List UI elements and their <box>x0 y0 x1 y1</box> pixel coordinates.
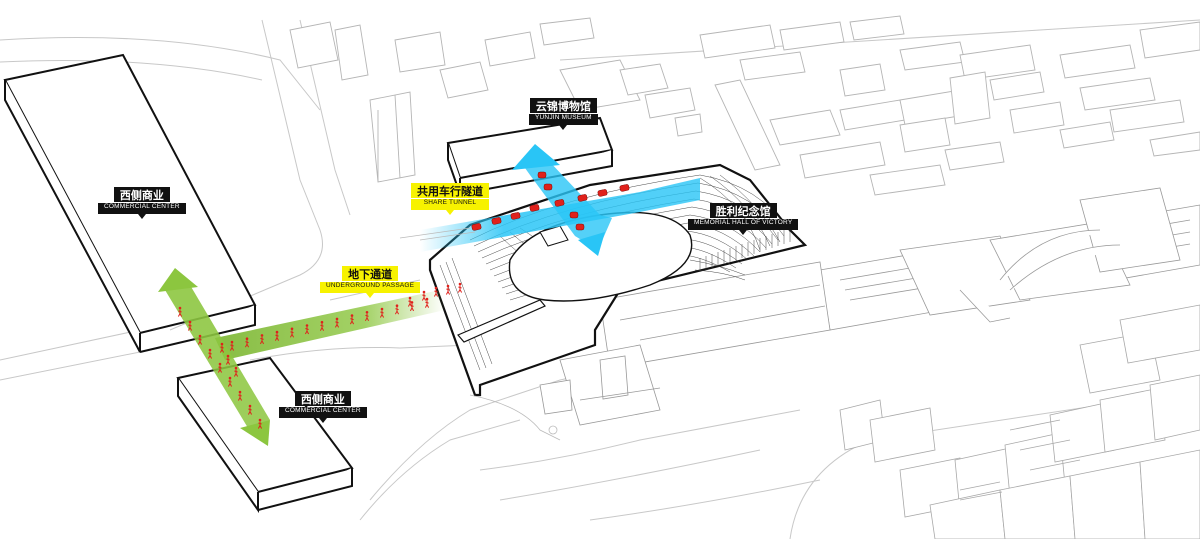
callout-yunjin-museum: 云锦博物馆 YUNJIN MUSEUM <box>529 98 598 130</box>
pedestrian-icon <box>289 327 295 338</box>
pedestrian-icon <box>433 286 439 297</box>
pedestrian-icon <box>274 330 280 341</box>
callout-en: UNDERGROUND PASSAGE <box>320 282 421 293</box>
pedestrian-icon <box>457 282 463 293</box>
pedestrian-icon <box>244 337 250 348</box>
share-tunnel-flow <box>420 144 700 256</box>
callout-zh: 地下通道 <box>342 266 399 281</box>
cars <box>471 171 630 231</box>
callout-en: MEMORIAL HALL OF VICTORY <box>688 219 799 230</box>
pedestrian-icon <box>304 324 310 335</box>
pedestrian-icon <box>334 317 340 328</box>
callout-pointer <box>446 209 454 215</box>
callout-pointer <box>366 292 375 298</box>
callout-pointer <box>739 229 748 235</box>
passage-arrow-north <box>158 268 198 292</box>
pedestrian-icon <box>187 320 193 331</box>
pedestrian-icon <box>407 296 413 307</box>
callout-zh: 共用车行隧道 <box>411 183 489 198</box>
east-station-complex <box>539 187 1200 426</box>
callout-zh: 云锦博物馆 <box>529 98 597 113</box>
callout-en: SHARE TUNNEL <box>411 199 489 210</box>
callout-pointer <box>318 417 327 423</box>
pedestrian-icon <box>219 342 225 353</box>
callout-zh: 胜利纪念馆 <box>709 203 777 218</box>
residential-cluster <box>839 304 1200 539</box>
pedestrian-icon <box>259 334 265 345</box>
pedestrians <box>177 282 463 429</box>
callout-pointer <box>559 124 568 130</box>
pedestrian-icon <box>207 348 213 359</box>
pedestrian-icon <box>227 376 233 387</box>
pedestrian-icon <box>217 362 223 373</box>
callout-memorial-hall: 胜利纪念馆 MEMORIAL HALL OF VICTORY <box>688 203 799 235</box>
pedestrian-icon <box>247 404 253 415</box>
pedestrian-icon <box>233 366 239 377</box>
entrance-ramp <box>457 299 546 343</box>
callout-en: COMMERCIAL CENTER <box>279 407 367 418</box>
callout-pointer <box>137 213 146 219</box>
tunnel-arrow-north <box>512 144 560 170</box>
pedestrian-icon <box>197 334 203 345</box>
callout-zh: 西侧商业 <box>294 391 351 406</box>
callout-west-commercial-north: 西侧商业 COMMERCIAL CENTER <box>98 187 186 219</box>
callout-en: YUNJIN MUSEUM <box>529 114 598 125</box>
pedestrian-icon <box>424 297 430 308</box>
pedestrian-icon <box>364 311 370 322</box>
pedestrian-icon <box>237 390 243 401</box>
underground-passage-flow <box>158 268 445 446</box>
tunnel-arrow-south <box>578 232 605 256</box>
pedestrian-icon <box>379 307 385 318</box>
callout-zh: 西侧商业 <box>113 187 170 202</box>
callout-west-commercial-south: 西侧商业 COMMERCIAL CENTER <box>279 391 367 423</box>
pedestrian-icon <box>349 314 355 325</box>
callout-share-tunnel: 共用车行隧道 SHARE TUNNEL <box>411 183 489 215</box>
site-details <box>399 227 561 441</box>
facade-fins <box>699 228 791 272</box>
pedestrian-icon <box>421 290 427 301</box>
callout-en: COMMERCIAL CENTER <box>98 203 186 214</box>
pedestrian-icon <box>394 304 400 315</box>
pedestrian-icon <box>229 340 235 351</box>
callout-underground-passage: 地下通道 UNDERGROUND PASSAGE <box>320 266 421 298</box>
pedestrian-icon <box>257 418 263 429</box>
passage-arrow-south <box>240 420 270 446</box>
pedestrian-icon <box>319 320 325 331</box>
pedestrian-icon <box>177 306 183 317</box>
context-buildings <box>289 15 1200 196</box>
pedestrian-icon <box>225 354 231 365</box>
pedestrian-icon <box>445 284 451 295</box>
